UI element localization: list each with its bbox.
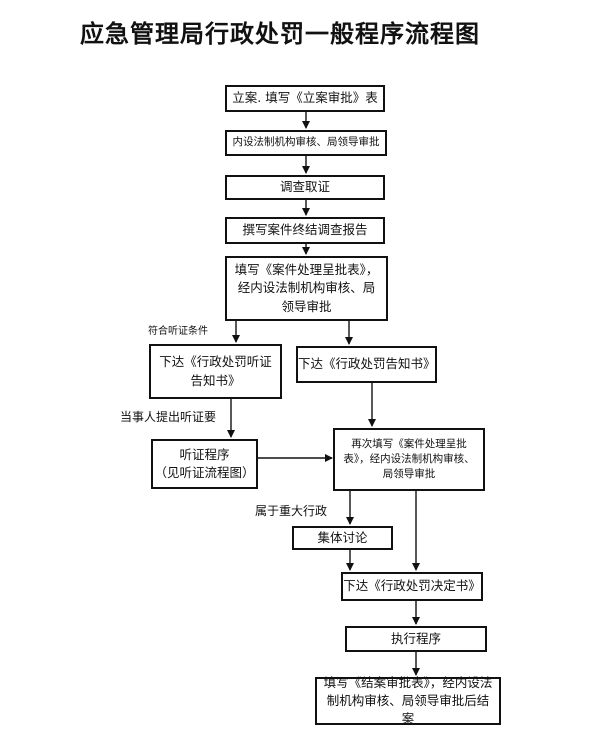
label-major-case: 属于重大行政 <box>255 504 328 518</box>
node-investigation-report: 撰写案件终结调查报告 <box>225 217 385 244</box>
node-case-approval-form: 填写《案件处理呈批表》，经内设法制机构审核、局领导审批 <box>225 256 388 321</box>
node-penalty-decision: 下达《行政处罚决定书》 <box>341 572 483 601</box>
node-legal-review-approval: 内设法制机构审核、局领导审批 <box>225 130 387 156</box>
node-case-filing: 立案. 填写《立案审批》表 <box>225 85 385 112</box>
label-party-request: 当事人提出听证要 <box>120 410 217 424</box>
node-case-closing: 填写《结案审批表》，经内设法制机构审核、局领导审批后结案 <box>315 675 501 726</box>
node-penalty-notice: 下达《行政处罚告知书》 <box>296 346 437 383</box>
node-execution: 执行程序 <box>345 626 487 652</box>
label-hearing-condition: 符合听证条件 <box>148 326 208 337</box>
node-investigation: 调查取证 <box>225 175 385 200</box>
node-hearing-procedure: 听证程序 （见听证流程图） <box>151 439 258 489</box>
node-hearing-notice: 下达《行政处罚听证告知书》 <box>149 344 282 399</box>
node-resubmit-approval: 再次填写《案件处理呈批表》，经内设法制机构审核、局领导审批 <box>333 428 485 491</box>
node-collective-discussion: 集体讨论 <box>292 526 393 550</box>
page-title: 应急管理局行政处罚一般程序流程图 <box>80 20 480 48</box>
